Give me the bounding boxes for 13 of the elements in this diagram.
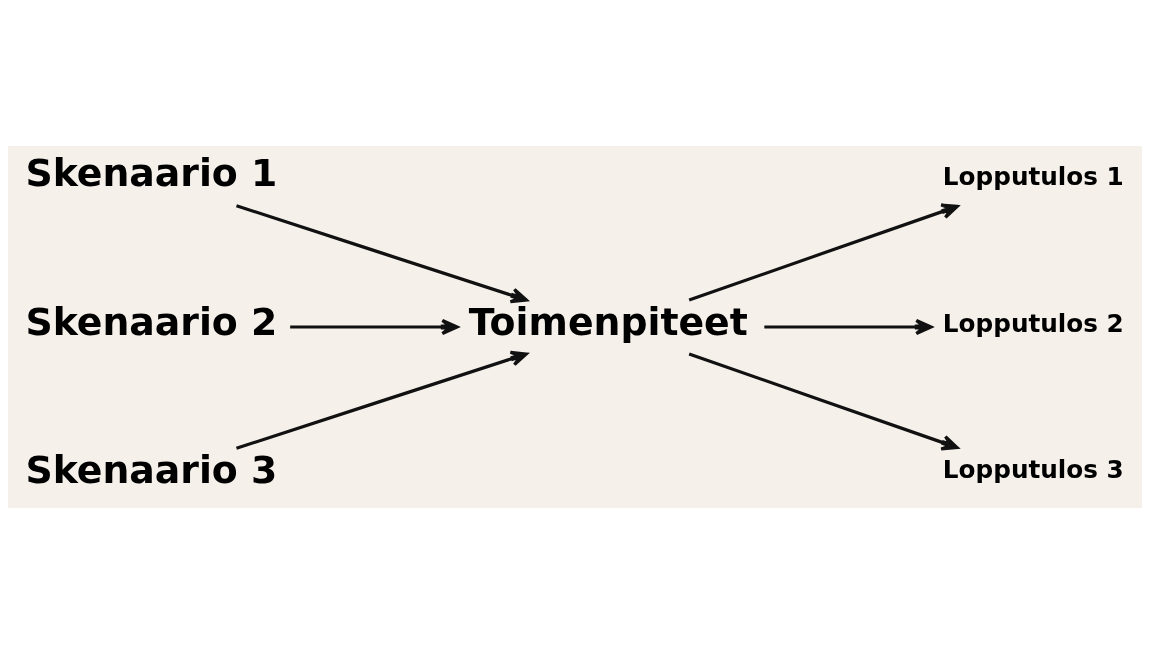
node-text: Lopputulos 1 [942,161,1124,191]
node-text: Skenaario 3 [25,447,278,492]
arrow [290,318,459,335]
arrow [688,351,959,451]
arrow [235,203,528,303]
node-text: Lopputulos 3 [942,454,1124,484]
arrow [688,202,959,302]
arrow [764,318,933,335]
node-text: Skenaario 1 [25,150,278,195]
node-text: Skenaario 2 [25,299,278,344]
node-text: Toimenpiteet [468,299,748,344]
node-text: Lopputulos 2 [942,308,1124,338]
arrow [235,350,528,450]
